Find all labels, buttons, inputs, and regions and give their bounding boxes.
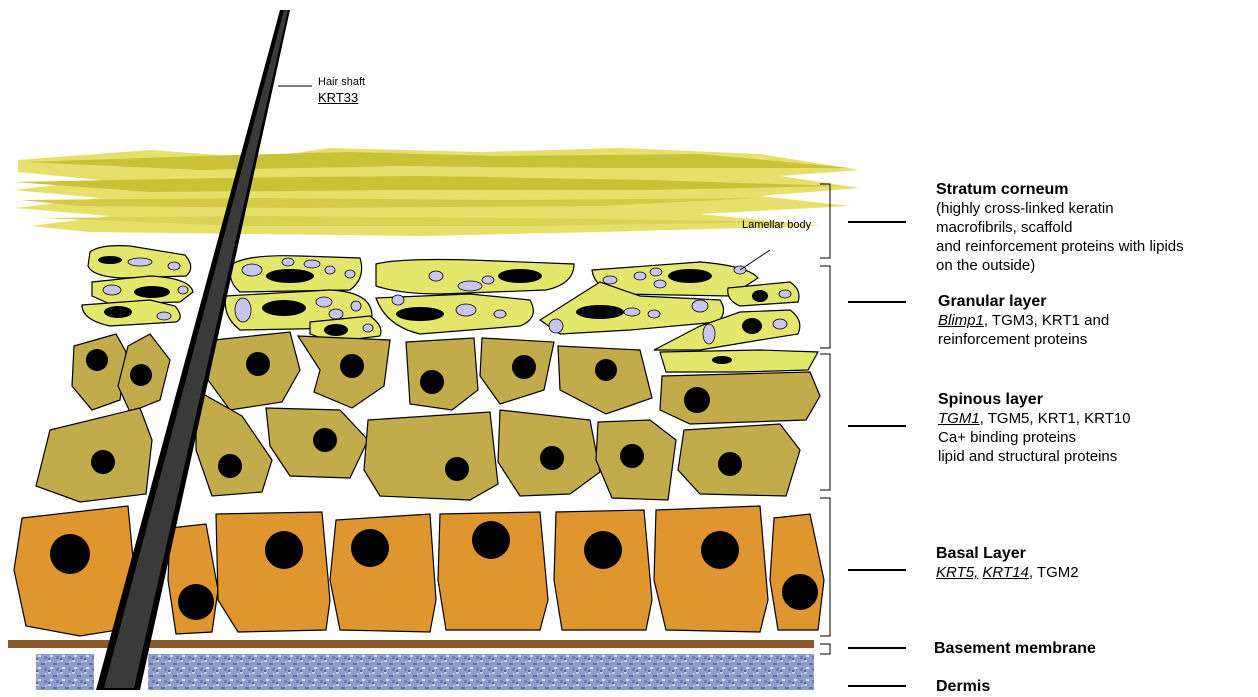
stratum-corneum-line-1: (highly cross-linked keratin [936,199,1184,218]
lamellar-leader-line [740,250,770,270]
spinous-layer-label: Spinous layer TGM1, TGM5, KRT1, KRT10 Ca… [938,390,1131,466]
stratum-corneum-label: Stratum corneum (highly cross-linked ker… [936,180,1184,275]
granular-rest: , TGM3, KRT1 and [984,312,1109,329]
spinous-layer [36,332,820,502]
lamellar-body-label: Lamellar body [742,219,811,231]
stratum-corneum-title: Stratum corneum [936,180,1184,199]
layer-label-lines [848,222,906,686]
granular-gene: Blimp1 [938,312,984,329]
stratum-corneum-line-4: on the outside) [936,256,1184,275]
granular-layer-label: Granular layer Blimp1, TGM3, KRT1 and re… [938,292,1109,349]
dermis [148,654,814,690]
basal-rest: , TGM2 [1029,564,1079,581]
dermis-title: Dermis [936,677,990,696]
hair-gene-text: KRT33 [318,90,365,106]
hair-shaft-label: Hair shaft KRT33 [318,74,365,106]
stratum-corneum-line-3: and reinforcement proteins with lipids [936,237,1184,256]
spinous-line-2: Ca+ binding proteins [938,428,1131,447]
dermis-label: Dermis [936,677,990,696]
basement-membrane-label: Basement membrane [934,639,1096,658]
basal-gene-1: KRT5, [936,564,978,581]
basement-membrane-title: Basement membrane [934,639,1096,658]
spinous-line-3: lipid and structural proteins [938,447,1131,466]
spinous-layer-title: Spinous layer [938,390,1131,409]
granular-layer-title: Granular layer [938,292,1109,311]
hair-shaft-text: Hair shaft [318,76,365,88]
granular-layer [82,246,800,350]
basal-gene-2: KRT14 [982,564,1028,581]
stratum-corneum [14,148,860,236]
spinous-gene: TGM1 [938,410,980,427]
spinous-rest: , TGM5, KRT1, KRT10 [980,410,1131,427]
stratum-corneum-line-2: macrofibrils, scaffold [936,218,1184,237]
basal-layer-label: Basal Layer KRT5, KRT14, TGM2 [936,544,1079,582]
granular-line-2: reinforcement proteins [938,330,1109,349]
basal-layer-title: Basal Layer [936,544,1079,563]
dermis [36,654,94,690]
